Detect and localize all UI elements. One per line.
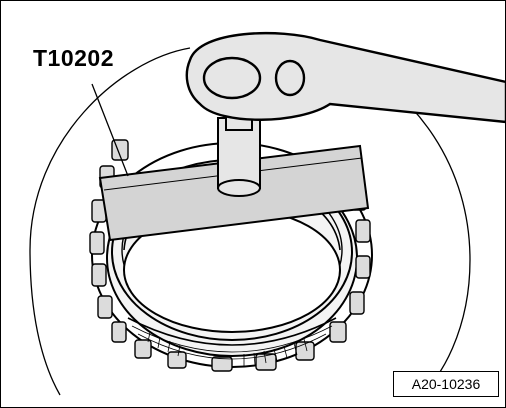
ring-teeth	[89, 139, 371, 372]
tool-leader-line	[91, 83, 129, 177]
tool-number-label: T10202	[33, 45, 115, 71]
ratchet-head-ring	[202, 56, 262, 100]
figure-reference-text: A20-10236	[411, 376, 481, 392]
ratchet-pivot	[274, 59, 306, 97]
ratchet-handle	[185, 31, 506, 124]
clutch-plates	[127, 317, 337, 366]
figure-reference: A20-10236	[393, 371, 499, 397]
